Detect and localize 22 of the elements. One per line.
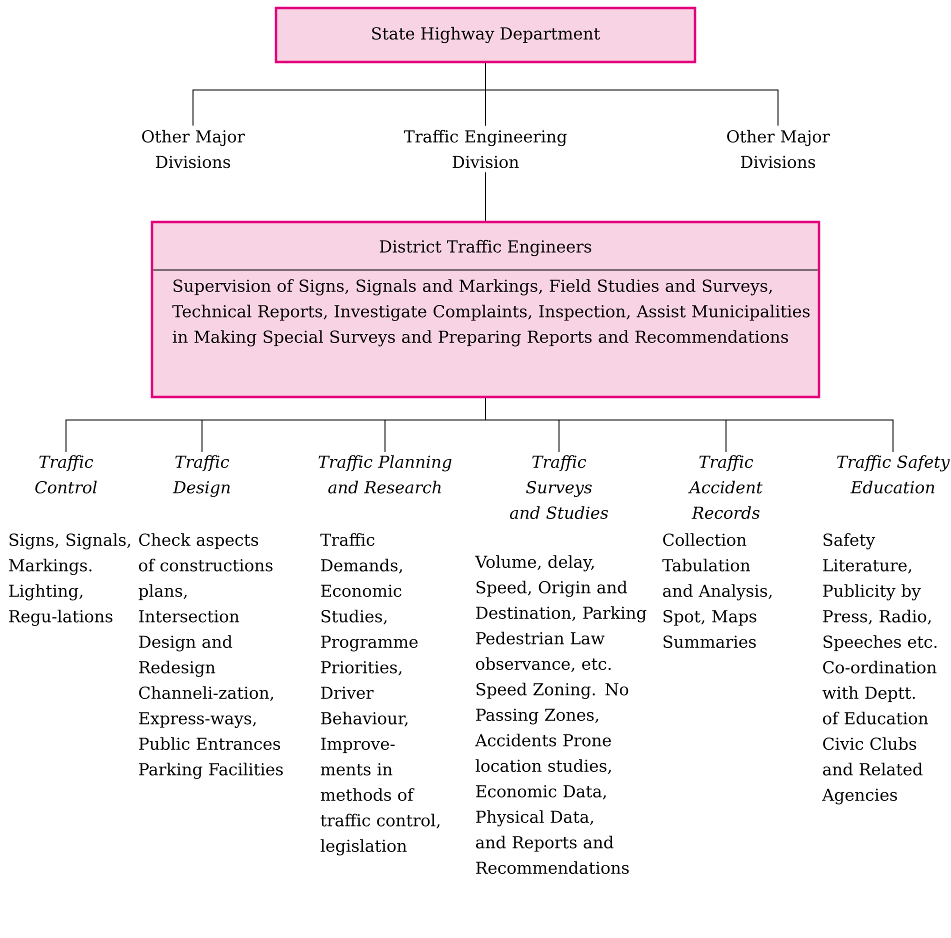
box-body-text: Supervision of Signs, Signals and Markings, Field Studies and Surveys, Technical Reports, Investigate Complaints, Inspection, Assist Municipalities in Making Special Surveys and Preparing Reports and Recommendations	[172, 279, 810, 346]
duty-list: Traffic Demands, Economic Studies, Programme Priorities, Driver Behaviour, Improve-ments in methods of traffic control, legislation	[320, 533, 440, 856]
division-label: Other Major Divisions	[142, 130, 245, 168]
column-heading: Traffic Safety Education	[837, 455, 950, 494]
column-heading: Traffic Control	[35, 455, 97, 494]
duty-list: Safety Literature, Publicity by Press, Radio, Speeches etc. Co-ordination with Deptt. of Education Civic Clubs and Related Agencies	[822, 533, 937, 804]
district-box	[150, 220, 820, 398]
connector-line	[485, 398, 894, 452]
duty-list: Volume, delay, Speed, Origin and Destination, Parking Pedestrian Law observance, etc. Speed Zoning. No Passing Zones, Accidents Prone location studies, Economic Data, Physical Data, and Reports and Recommendations	[475, 555, 646, 874]
column-heading: Traffic Surveys and Studies	[510, 455, 608, 519]
column-heading: Traffic Planning and Research	[318, 455, 452, 494]
column-heading: Traffic Design	[172, 455, 230, 497]
connector-line	[485, 62, 778, 126]
duty-list: Collection Tabulation and Analysis, Spot, Maps Summaries	[662, 533, 772, 648]
division-label: Traffic Engineering Division	[404, 130, 567, 168]
connector-line	[485, 172, 486, 222]
box-heading: District Traffic Engineers	[380, 240, 592, 256]
duty-list: Signs, Signals, Markings. Lighting, Regu-lations	[9, 533, 130, 626]
column-heading: Traffic Accident Records	[688, 455, 763, 519]
duty-list: Check aspects of constructions plans, Intersection Design and Redesign Channeli-zation, Express-ways, Public Entrances Parking Facilities	[138, 533, 283, 779]
division-label: Other Major Divisions	[727, 130, 830, 168]
department-box: State Highway Department	[274, 6, 696, 64]
